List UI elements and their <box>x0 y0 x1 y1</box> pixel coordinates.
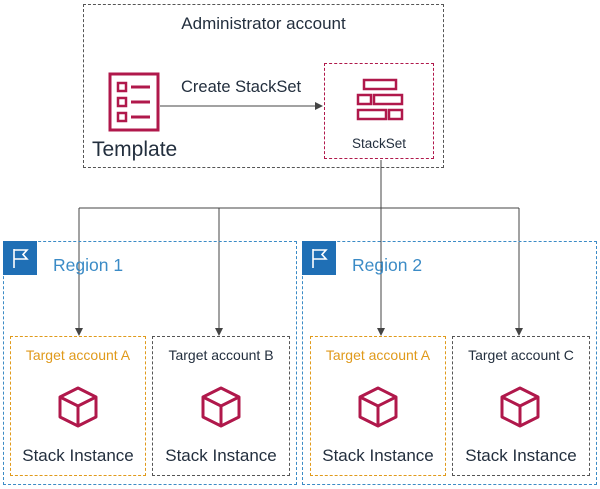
stackset-label: StackSet <box>351 136 407 151</box>
target-account-b-box <box>152 336 290 476</box>
administrator-account-box <box>83 4 444 168</box>
template-label: Template <box>92 138 178 161</box>
region-1-flag-icon <box>3 241 37 275</box>
target-account-a-region-2-title: Target account A <box>325 347 431 363</box>
stack-instance-cube-icon <box>358 386 398 428</box>
stack-instance-label: Stack Instance <box>322 446 434 465</box>
template-icon <box>108 72 160 132</box>
stackset-icon <box>356 78 404 121</box>
administrator-account-title: Administrator account <box>181 14 346 33</box>
target-account-b-title: Target account B <box>168 347 274 363</box>
target-account-a-region-1-title: Target account A <box>25 347 131 363</box>
create-stackset-label: Create StackSet <box>181 78 302 96</box>
stack-instance-cube-icon <box>201 386 241 428</box>
target-account-c-box <box>452 336 590 476</box>
stack-instance-cube-icon <box>500 386 540 428</box>
region-2-flag-icon <box>302 241 336 275</box>
stackset-box <box>324 63 434 159</box>
stack-instance-label: Stack Instance <box>22 446 134 465</box>
stack-instance-cube-icon <box>58 386 98 428</box>
target-account-a-region-1-box <box>10 336 146 476</box>
region-2-label: Region 2 <box>352 255 423 275</box>
target-account-c-title: Target account C <box>468 347 574 363</box>
region-1-box <box>3 241 297 485</box>
region-2-box <box>302 241 597 485</box>
stack-instance-label: Stack Instance <box>165 446 277 465</box>
target-account-a-region-2-box <box>310 336 446 476</box>
stack-instance-label: Stack Instance <box>465 446 577 465</box>
region-1-label: Region 1 <box>53 255 124 275</box>
